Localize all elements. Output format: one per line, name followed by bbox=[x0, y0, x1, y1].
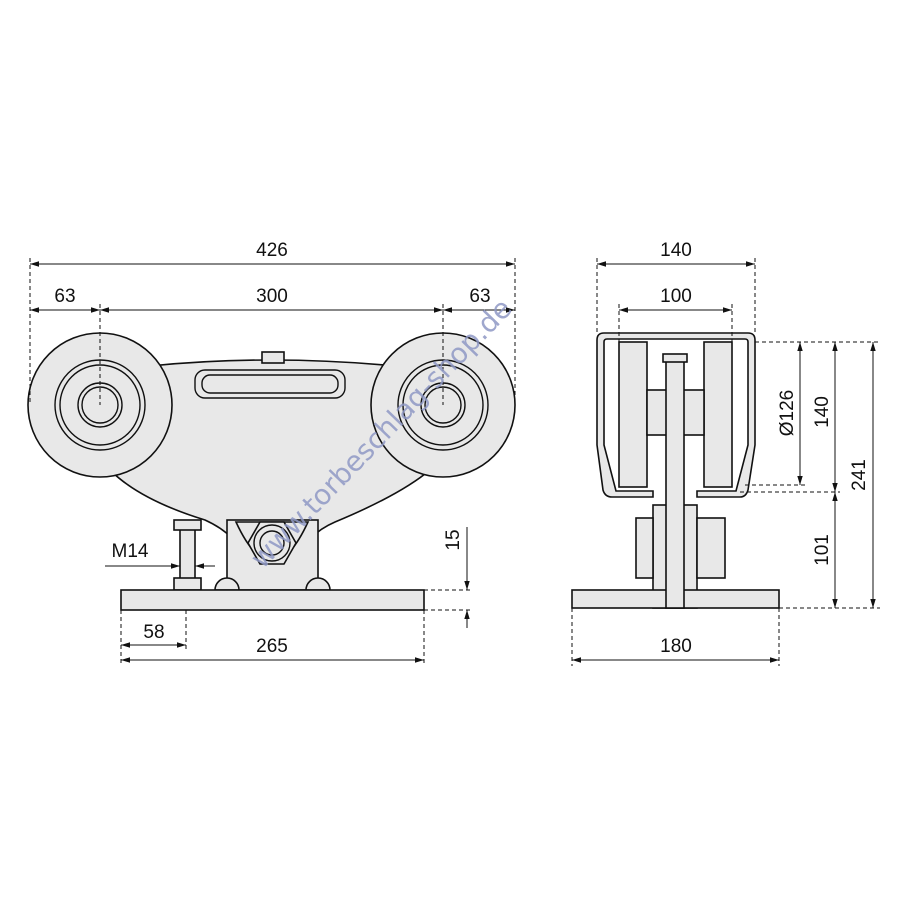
right-wheel-ring-inner bbox=[402, 364, 484, 446]
adjust-slot bbox=[194, 369, 346, 399]
side-nut-right bbox=[696, 517, 726, 579]
wheel-left-profile bbox=[618, 341, 648, 488]
dim-140-height: 140 bbox=[812, 396, 833, 428]
right-axle bbox=[424, 386, 462, 424]
nut-washer bbox=[253, 524, 291, 562]
dim-15: 15 bbox=[443, 529, 464, 550]
m14-bolt bbox=[179, 527, 196, 581]
slot-inner bbox=[201, 374, 339, 394]
dim-58: 58 bbox=[143, 622, 164, 643]
center-plate bbox=[665, 359, 685, 609]
side-dimensions: 140 100 Ø126 140 241 101 180 bbox=[571, 240, 880, 666]
front-view bbox=[27, 332, 516, 611]
dim-426: 426 bbox=[256, 240, 288, 261]
top-bolt bbox=[261, 351, 285, 364]
dim-diameter-126: Ø126 bbox=[777, 390, 798, 436]
weld-seams bbox=[214, 577, 331, 591]
base-plate bbox=[120, 589, 425, 611]
dim-101: 101 bbox=[812, 534, 833, 566]
left-axle bbox=[81, 386, 119, 424]
left-wheel-ring-inner bbox=[59, 364, 141, 446]
front-dimensions: 426 63 300 63 M14 15 58 265 bbox=[29, 240, 516, 666]
dim-63-right: 63 bbox=[469, 286, 490, 307]
dim-140-width: 140 bbox=[660, 240, 692, 261]
side-top-bolt bbox=[662, 353, 688, 363]
dim-180: 180 bbox=[660, 636, 692, 657]
wheel-right-profile bbox=[703, 341, 733, 488]
dim-241: 241 bbox=[849, 459, 870, 491]
dim-300: 300 bbox=[256, 286, 288, 307]
side-view bbox=[571, 332, 780, 609]
dim-m14: M14 bbox=[112, 541, 149, 562]
dim-100: 100 bbox=[660, 286, 692, 307]
dim-265: 265 bbox=[256, 636, 288, 657]
bolt-bottom-nut bbox=[173, 577, 202, 591]
dim-63-left: 63 bbox=[54, 286, 75, 307]
bolt-top-nut bbox=[173, 519, 202, 531]
side-nut-left bbox=[635, 517, 654, 579]
nut-bore bbox=[259, 530, 285, 556]
hex-nut bbox=[247, 521, 297, 565]
